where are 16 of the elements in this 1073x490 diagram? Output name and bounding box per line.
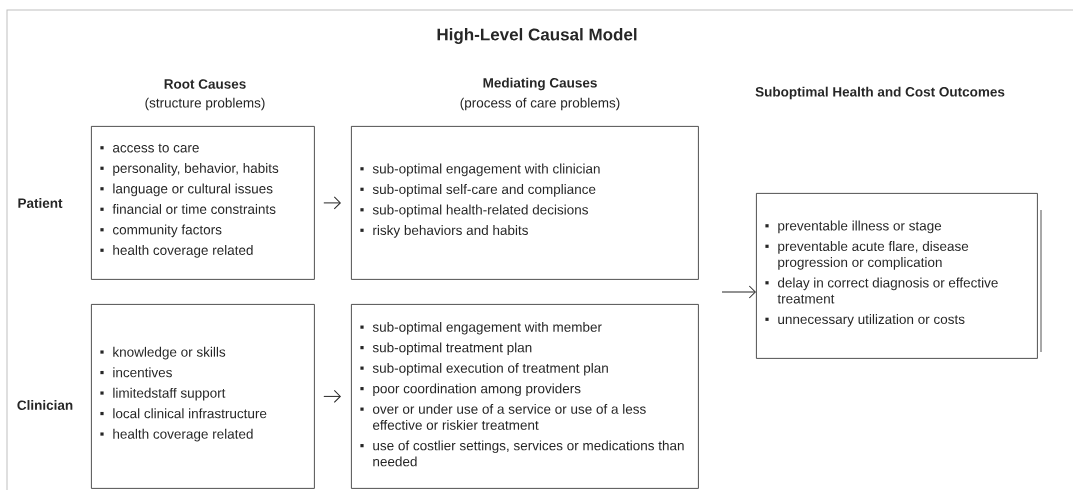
subheading: (structure problems) bbox=[145, 97, 265, 111]
heading: Root Causes bbox=[164, 79, 246, 89]
arrow bbox=[323, 389, 341, 403]
heading: Suboptimal Health and Cost Outcomes bbox=[755, 86, 1005, 100]
list-box: knowledge or skills incentives limitedstaff support local clinical infrastructure health coverage related bbox=[91, 304, 315, 489]
heading: Mediating Causes bbox=[483, 77, 597, 91]
list-box: access to care personality, behavior, habits language or cultural issues financial or time constraints community factors health coverage related bbox=[91, 126, 315, 280]
row-label: Clinician bbox=[17, 400, 73, 410]
list-box: sub-optimal engagement with clinician sub-optimal self-care and compliance sub-optimal health-related decisions risky behaviors and habits bbox=[351, 126, 699, 280]
row-label: Patient bbox=[18, 198, 63, 208]
subheading: (process of care problems) bbox=[460, 97, 620, 111]
list-box: sub-optimal engagement with member sub-optimal treatment plan sub-optimal execution of treatment plan poor coordination among providers over or under use of a service or use of a less effective or riskier treatment use of costlier settings, services or medications than needed bbox=[351, 304, 699, 489]
list-box: preventable illness or stage preventable acute flare, disease progression or complication delay in correct diagnosis or effective treatment unnecessary utilization or costs bbox=[756, 193, 1038, 359]
title: High-Level Causal Model bbox=[437, 28, 637, 44]
arrow bbox=[721, 285, 756, 299]
arrow bbox=[323, 196, 341, 210]
